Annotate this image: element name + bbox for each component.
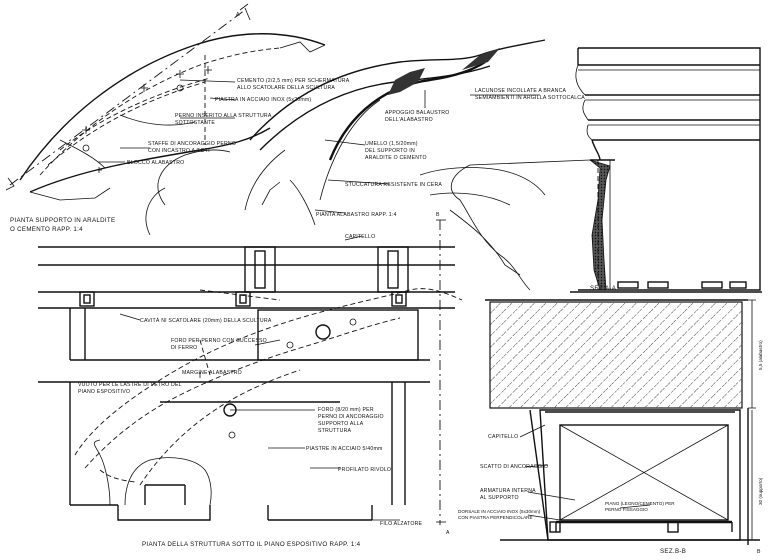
label-staffe-1: STAFFE DI ANCORAGGIO PERNO — [148, 141, 236, 147]
label-cavita: CAVITÀ NI SCATOLARE (20mm) DELLA SCULTUR… — [140, 317, 272, 324]
label-lacunose-1: LACUNOSE INCOLLATE A BRANCA — [475, 88, 567, 94]
label-piano-fissaggio-1: PIANO (LEGNO/CEMENTO) PER — [605, 501, 675, 506]
label-armatura-1: ARMATURA INTERNA — [480, 488, 536, 494]
label-umello-1: UMELLO (1,5/20mm) — [365, 141, 418, 147]
label-pianta-alabastro: PIANTA ALABASTRO RAPP. 1:4 — [316, 212, 397, 218]
label-dorsale-1: DORSALE IN ACCIAIO INOX (5x30mm) — [458, 509, 541, 514]
label-umello-2: DEL SUPPORTO IN — [365, 148, 415, 154]
support-plan-view: A — [5, 3, 326, 201]
label-scatola: SCATTO DI ANCORAGGIO — [480, 464, 548, 470]
label-umello-3: ARALDITE O CEMENTO — [365, 155, 427, 161]
capital-sketch — [145, 149, 546, 276]
dimension-alabaster: 5,5 (alabastro) — [758, 340, 763, 370]
section-mark-b-top: B — [436, 212, 440, 218]
label-foro-8mm-2: PERNO DI ANCORAGGIO — [318, 414, 384, 420]
label-sez-bb: SEZ.B-B — [660, 548, 686, 555]
label-piastra-top: PIASTRA IN ACCIAIO INOX (5x20mm) — [215, 97, 311, 103]
label-vuoto-2: PIANO ESPOSITIVO — [78, 389, 130, 395]
label-sez-aa: SEZ.A-A — [590, 285, 617, 292]
label-capitello: CAPITELLO — [345, 234, 375, 240]
label-foro-8mm-1: FORO (8/20 mm) PER — [318, 407, 374, 413]
label-piastre-bottom: PIASTRE IN ACCIAIO 5/40mm — [306, 446, 383, 452]
label-appoggio-1: APPOGGIO BALAUSTRO — [385, 110, 449, 116]
label-profilato: PROFILATO RIVOLO — [338, 467, 391, 473]
label-capitello-b: CAPITELLO — [488, 434, 518, 440]
section-a-a — [450, 47, 762, 293]
label-blocco: BLOCCO ALABASTRO — [127, 160, 184, 166]
label-vuoto-1: VUOTO PER LE LASTRE DI VETRO DEL — [78, 382, 182, 388]
title-support-plan-1: PIANTA SUPPORTO IN ARALDITE — [10, 217, 115, 224]
section-mark-b-bottom: B — [757, 549, 761, 555]
title-support-plan-2: O CEMENTO RAPP. 1:4 — [10, 226, 83, 233]
label-foro-8mm-4: STRUTTURA — [318, 428, 352, 434]
label-armatura-2: AL SUPPORTO — [480, 495, 519, 501]
section-b-b — [485, 299, 760, 545]
section-mark-a-bottom: A — [446, 530, 450, 536]
structure-plan: B A — [38, 212, 463, 536]
label-cemento-1: CEMENTO (2/2,5 mm) PER SCHERMATURA — [237, 78, 350, 84]
label-perno-1: PERNO INSERITO ALLA STRUTTURA — [175, 113, 272, 119]
label-filo-alzatore: FILO ALZATORE — [380, 521, 423, 527]
label-piano-fissaggio-2: PERNO FISSAGGIO — [605, 507, 648, 512]
label-stuccatura: STUCCATURA RESISTENTE IN CERA — [345, 182, 442, 188]
label-foro-8mm-3: SUPPORTO ALLA — [318, 421, 364, 427]
dimension-support: 30 (supporto) — [758, 477, 763, 505]
label-staffe-2: CON INCASTRO A T.DTF — [148, 148, 212, 154]
label-dorsale-2: CON PIASTRA PERPENDICOLARE — [458, 515, 533, 520]
label-foro-pernio-1: FORO PER PERNO CON SUCCESSO — [171, 338, 267, 344]
title-structure-plan: PIANTA DELLA STRUTTURA SOTTO IL PIANO ES… — [142, 541, 361, 548]
alabaster-plan-view — [244, 39, 546, 226]
label-margine: MARGINE ALABASTRO — [182, 370, 242, 376]
section-mark-a-top: A — [236, 12, 240, 18]
label-appoggio-2: DELL'ALABASTRO — [385, 117, 433, 123]
label-cemento-2: ALLO SCATOLARE DELLA SCULTURA — [237, 85, 335, 91]
label-perno-2: SOTTOSTANTE — [175, 120, 215, 126]
label-foro-pernio-2: DI FERRO — [171, 345, 197, 351]
label-lacunose-2: SEMIAMBIENTI IN ARGILLA SOTTOCALCA — [475, 95, 585, 101]
